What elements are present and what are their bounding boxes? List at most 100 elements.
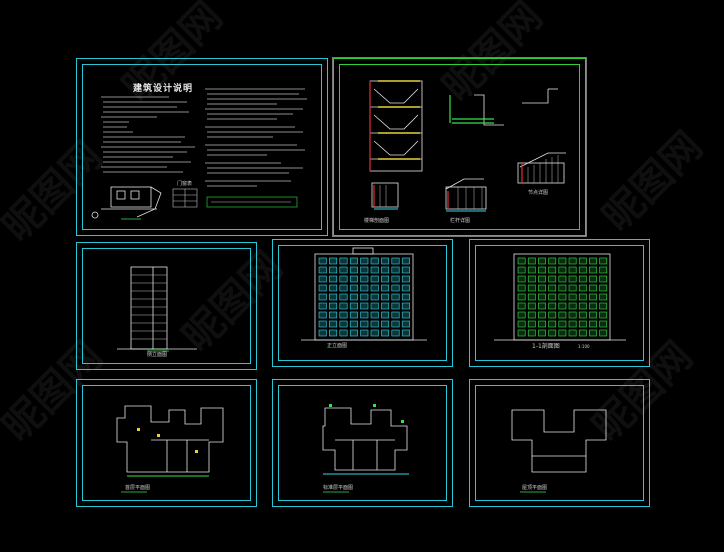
sheet-roof-plan[interactable]: 屋顶平面图 — [469, 379, 650, 507]
window-cell — [568, 293, 577, 301]
window-cell — [318, 266, 327, 274]
window-cell — [370, 266, 379, 274]
window-cell — [517, 320, 526, 328]
window-cell — [349, 302, 358, 310]
standard-plan-label: 标准层平面图 — [323, 485, 354, 491]
window-cell — [318, 329, 327, 337]
window-cell — [558, 302, 567, 310]
window-cell — [538, 257, 546, 265]
window-cell — [538, 329, 546, 337]
window-cell — [329, 311, 338, 319]
sheet-title: 建筑设计说明 — [133, 84, 194, 94]
window-cell — [360, 257, 369, 265]
window-cell — [381, 275, 390, 283]
window-cell — [360, 284, 369, 292]
sheet-design-notes[interactable]: 建筑设计说明 — [76, 58, 328, 236]
window-cell — [391, 293, 400, 301]
window-cell — [599, 266, 608, 274]
standard-plan-drawing — [322, 404, 409, 493]
window-cell — [578, 329, 587, 337]
window-cell — [527, 320, 536, 328]
window-cell — [391, 320, 400, 328]
side-elevation-drawing — [117, 266, 197, 352]
window-cell — [527, 257, 536, 265]
window-cell — [339, 311, 348, 319]
window-cell — [329, 266, 338, 274]
window-cell — [360, 293, 369, 301]
window-cell — [599, 257, 608, 265]
window-cell — [589, 311, 597, 319]
window-cell — [391, 284, 400, 292]
window-cell — [548, 320, 557, 328]
window-cell — [517, 284, 526, 292]
window-cell — [568, 320, 577, 328]
sheet-inner-frame — [82, 64, 322, 230]
sheet-section[interactable]: 1-1剖面图 1:100 — [469, 239, 650, 367]
window-cell — [589, 257, 597, 265]
window-cell — [538, 266, 546, 274]
window-cell — [527, 311, 536, 319]
window-cell — [599, 293, 608, 301]
window-cell — [538, 320, 546, 328]
sheet-inner-frame — [278, 385, 447, 501]
window-cell — [401, 284, 410, 292]
window-cell — [381, 311, 390, 319]
window-cell — [349, 266, 358, 274]
roof-plan-drawing — [511, 409, 607, 493]
window-cell — [370, 302, 379, 310]
window-cell — [360, 266, 369, 274]
sheet-side-elevation[interactable]: 侧立面图 — [76, 242, 257, 370]
window-cell — [339, 266, 348, 274]
window-cell — [578, 320, 587, 328]
window-cell — [538, 293, 546, 301]
window-cell — [538, 311, 546, 319]
section-scale: 1:100 — [578, 344, 590, 349]
window-cell — [381, 302, 390, 310]
window-cell — [381, 257, 390, 265]
sheet-front-elevation[interactable]: 正立面图 — [272, 239, 453, 367]
window-cell — [589, 284, 597, 292]
window-cell — [329, 257, 338, 265]
window-cell — [391, 329, 400, 337]
front-elevation-label: 正立面图 — [327, 343, 348, 349]
window-cell — [558, 257, 567, 265]
stair-section-label: 楼梯剖面图 — [364, 218, 390, 224]
window-cell — [381, 293, 390, 301]
window-cell — [558, 311, 567, 319]
window-cell — [568, 266, 577, 274]
window-cell — [381, 320, 390, 328]
window-cell — [517, 257, 526, 265]
sheet-stair-details[interactable]: 楼梯剖面图 栏杆详图 节点详图 — [332, 57, 587, 237]
window-cell — [391, 275, 400, 283]
window-cell — [381, 284, 390, 292]
window-cell — [527, 275, 536, 283]
window-cell — [391, 311, 400, 319]
window-cell — [599, 275, 608, 283]
window-cell — [339, 257, 348, 265]
window-cell — [360, 329, 369, 337]
window-cell — [578, 275, 587, 283]
sheet-ground-plan[interactable]: 首层平面图 — [76, 379, 257, 507]
window-cell — [578, 257, 587, 265]
window-cell — [538, 275, 546, 283]
window-cell — [589, 275, 597, 283]
window-cell — [391, 257, 400, 265]
window-cell — [329, 275, 338, 283]
window-cell — [349, 293, 358, 301]
sheet-standard-plan[interactable]: 标准层平面图 — [272, 379, 453, 507]
window-cell — [599, 284, 608, 292]
window-cell — [329, 329, 338, 337]
window-cell — [517, 329, 526, 337]
window-cell — [349, 284, 358, 292]
window-cell — [599, 302, 608, 310]
window-cell — [401, 266, 410, 274]
window-cell — [318, 257, 327, 265]
window-cell — [401, 293, 410, 301]
window-cell — [568, 257, 577, 265]
window-cell — [599, 329, 608, 337]
window-cell — [589, 320, 597, 328]
window-cell — [589, 329, 597, 337]
window-cell — [349, 320, 358, 328]
window-cell — [527, 302, 536, 310]
window-cell — [318, 275, 327, 283]
